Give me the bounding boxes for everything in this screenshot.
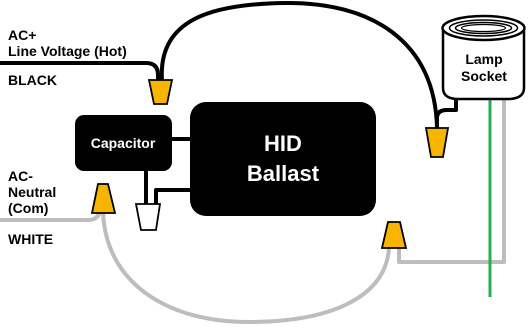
wire-nut-hot-socket bbox=[424, 127, 450, 158]
wire-nut-hot-input bbox=[147, 79, 174, 105]
socket-label-line1: Lamp bbox=[465, 51, 502, 67]
hot-arc-wire bbox=[159, 0, 439, 130]
neutral-label-line2: Neutral bbox=[8, 184, 56, 200]
neutral-loop-wire bbox=[101, 210, 391, 324]
lamp-socket: Lamp Socket bbox=[441, 14, 526, 101]
capacitor-label: Capacitor bbox=[91, 135, 156, 151]
socket-label-line2: Socket bbox=[461, 68, 507, 84]
wire-nut-neutral-socket bbox=[380, 221, 408, 249]
neutral-socket-wire bbox=[397, 98, 506, 264]
hot-label-line1: AC+ bbox=[8, 27, 36, 43]
ballast-link-wire bbox=[154, 188, 195, 206]
ballast-label-line1: HID bbox=[264, 131, 302, 156]
hot-socket-wire bbox=[435, 96, 458, 130]
capacitor-ballast-link bbox=[172, 137, 194, 141]
wire-nut-capacitor bbox=[134, 203, 162, 231]
hid-ballast: HID Ballast bbox=[190, 102, 376, 216]
neutral-label-line3: (Com) bbox=[8, 200, 48, 216]
capacitor: Capacitor bbox=[75, 115, 172, 171]
neutral-color-label: WHITE bbox=[8, 231, 53, 247]
hot-input-wire bbox=[0, 61, 160, 82]
ballast-label-line2: Ballast bbox=[247, 161, 320, 186]
wire-nut-neutral-input bbox=[90, 183, 117, 214]
neutral-label-line1: AC- bbox=[8, 168, 33, 184]
hot-color-label: BLACK bbox=[8, 72, 57, 88]
hot-label-line2: Line Voltage (Hot) bbox=[8, 43, 127, 59]
